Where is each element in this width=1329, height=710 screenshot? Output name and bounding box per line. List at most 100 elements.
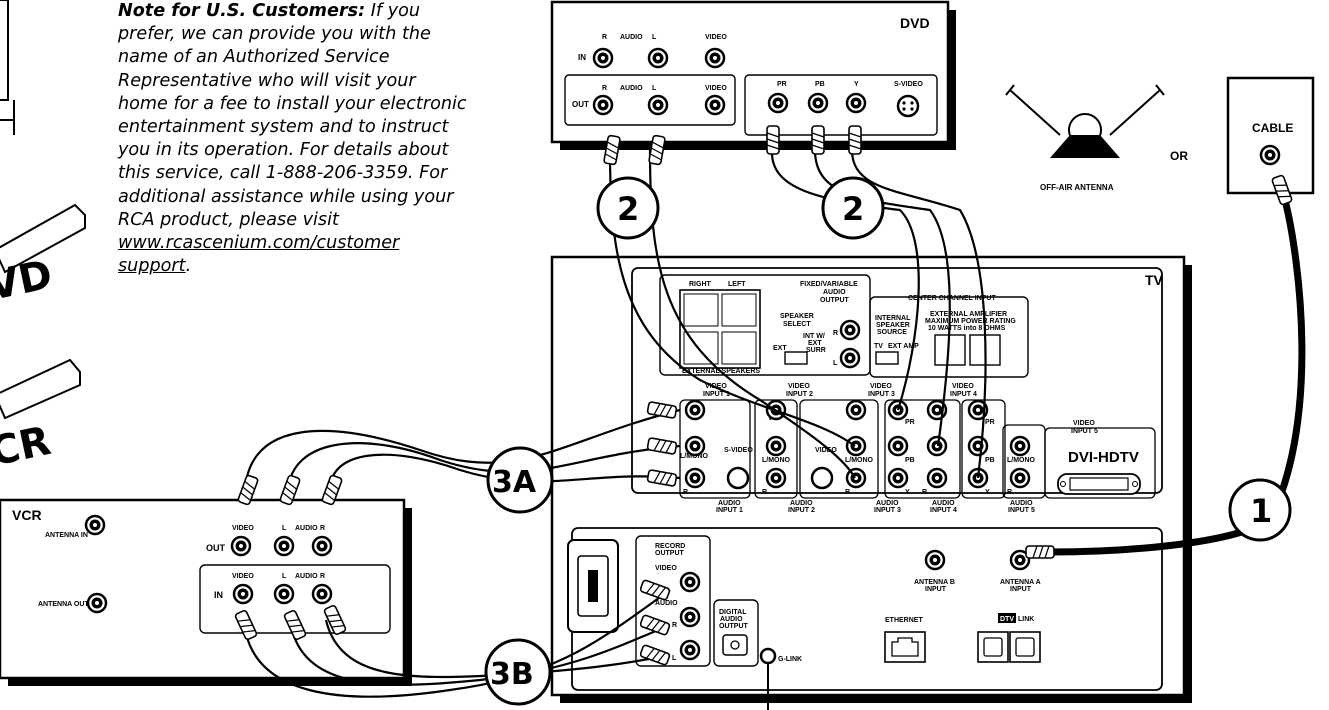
svg-text:L: L [833,360,838,367]
svg-text:AUDIO: AUDIO [655,600,678,607]
dvd-y-label: Y [854,81,859,88]
svg-text:L: L [652,85,657,92]
svg-text:EXT: EXT [773,345,787,352]
audio-input-1-label: AUDIO [718,500,741,507]
svg-text:PB: PB [985,457,995,464]
svg-text:EXT: EXT [808,340,822,347]
svg-text:R: R [602,85,607,92]
dvd-title: DVD [900,15,930,31]
audio-input-2-label: AUDIO [790,500,813,507]
off-air-antenna: OFF-AIR ANTENNA OR [1005,84,1188,192]
vcr-antenna-out-label: ANTENNA OUT [38,601,89,608]
note-body: If you prefer, we can provide you with t… [118,1,467,230]
dvd-video-label: VIDEO [705,34,727,41]
svg-text:EXT AMP: EXT AMP [888,343,919,350]
dvd-fragment-label: VD [0,252,56,310]
svg-text:MAXIMUM POWER RATING: MAXIMUM POWER RATING [925,318,1016,325]
svg-text:L/MONO: L/MONO [762,457,791,464]
dvd-in-label: IN [578,53,586,62]
speaker-select-switch[interactable] [784,351,808,365]
step-callouts: 1 2 2 3A 3B [484,176,1292,706]
dvd-out-video-jack [704,94,726,116]
antenna-label: OFF-AIR ANTENNA [1040,183,1114,192]
dvd-pb-jack [807,92,829,114]
svg-text:R: R [922,489,927,496]
or-label: OR [1170,149,1188,163]
svg-text:R: R [762,489,767,496]
audio-input-3-label: AUDIO [876,500,899,507]
svg-text:INPUT 1: INPUT 1 [716,507,743,514]
svg-text:INPUT 3: INPUT 3 [868,391,895,398]
step-3a-label: 3A [492,465,537,500]
svg-text:PR: PR [985,419,995,426]
svg-text:INPUT: INPUT [1010,586,1032,593]
g-link-jack [759,647,777,665]
svg-text:VIDEO: VIDEO [232,573,254,580]
dvd-out-label: OUT [572,100,589,109]
svg-text:OUTPUT: OUTPUT [719,623,749,630]
svg-text:INPUT 3: INPUT 3 [874,507,901,514]
svg-text:EXTERNAL AMPLIFIER: EXTERNAL AMPLIFIER [930,311,1007,318]
svg-text:INPUT 1: INPUT 1 [703,391,730,398]
svg-text:10 WATTS into 8 OHMS: 10 WATTS into 8 OHMS [928,325,1006,332]
antenna-b-jack [924,549,946,571]
dvd-player: DVD IN OUT R AUDIO L VIDEO R AUDIO L VID… [550,0,956,150]
svg-text:R: R [320,525,325,532]
dvd-l-label: L [652,34,657,41]
dvd-pb-label: PB [815,81,825,88]
dvd-out-r-jack [592,94,614,116]
video-input-4-label: VIDEO [952,383,974,390]
svg-text:R: R [845,489,850,496]
svg-text:INPUT 5: INPUT 5 [1071,428,1098,435]
dtv-label: DTV [1000,616,1014,623]
svg-text:AUDIO: AUDIO [295,525,318,532]
svg-text:S-VIDEO: S-VIDEO [724,447,753,454]
speaker-right-label: RIGHT [689,281,712,288]
tv-back-panel: TV RIGHT LEFT EXTERNAL SPEAKERS SPEAKER … [550,255,1192,710]
center-source-switch[interactable] [875,351,899,365]
svg-text:L/MONO: L/MONO [845,457,874,464]
svg-text:L: L [672,655,677,662]
dvd-y-jack [845,92,867,114]
vcr-antenna-out-jack [86,592,108,614]
record-output-label: RECORD [655,543,685,550]
g-link-label: G-LINK [778,656,802,663]
svg-text:VIDEO: VIDEO [705,85,727,92]
antenna-a-label: ANTENNA A [1000,579,1041,586]
svg-text:INPUT 2: INPUT 2 [786,391,813,398]
svg-text:INT W/: INT W/ [803,333,825,340]
svg-text:AUDIO: AUDIO [720,616,743,623]
dvd-in-r-jack [592,47,614,69]
svg-text:AUDIO: AUDIO [620,85,643,92]
svg-text:Y: Y [905,489,910,496]
speaker-select-label-1: SPEAKER [780,313,814,320]
ethernet-port [884,631,926,663]
digital-audio-label: DIGITAL [719,609,747,616]
cable-label: CABLE [1252,121,1293,135]
cable-wall-plate: CABLE [1226,76,1315,195]
svg-text:Y: Y [985,489,990,496]
dvd-pr-label: PR [777,81,787,88]
note-end: . [185,256,192,277]
link-label: LINK [1018,616,1034,623]
dvi-hdtv-label: DVI-HDTV [1068,449,1139,466]
svg-text:PB: PB [905,457,915,464]
vcr-device: VCR ANTENNA IN ANTENNA OUT VIDEO L AUDIO… [0,498,412,686]
fixed-variable-label: FIXED/VARIABLE [800,281,858,288]
support-link[interactable]: www.rcascenium.com/customer support [118,233,400,277]
svg-text:INTERNAL: INTERNAL [875,315,911,322]
dvd-out-l-jack [647,94,669,116]
dtv-link-port-2 [1009,631,1041,663]
antenna-b-label: ANTENNA B [914,579,955,586]
svg-text:AUDIO: AUDIO [823,289,846,296]
svg-text:R: R [683,489,688,496]
svg-text:L: L [282,525,287,532]
vcr-out-label: OUT [206,543,226,553]
svg-text:VIDEO: VIDEO [655,565,677,572]
speaker-select-label-2: SELECT [783,321,811,328]
svg-text:OUTPUT: OUTPUT [655,550,685,557]
vcr-antenna-in-label: ANTENNA IN [45,532,88,539]
svg-text:TV: TV [874,343,883,350]
svg-text:R: R [1007,489,1012,496]
dvd-pr-jack [767,92,789,114]
